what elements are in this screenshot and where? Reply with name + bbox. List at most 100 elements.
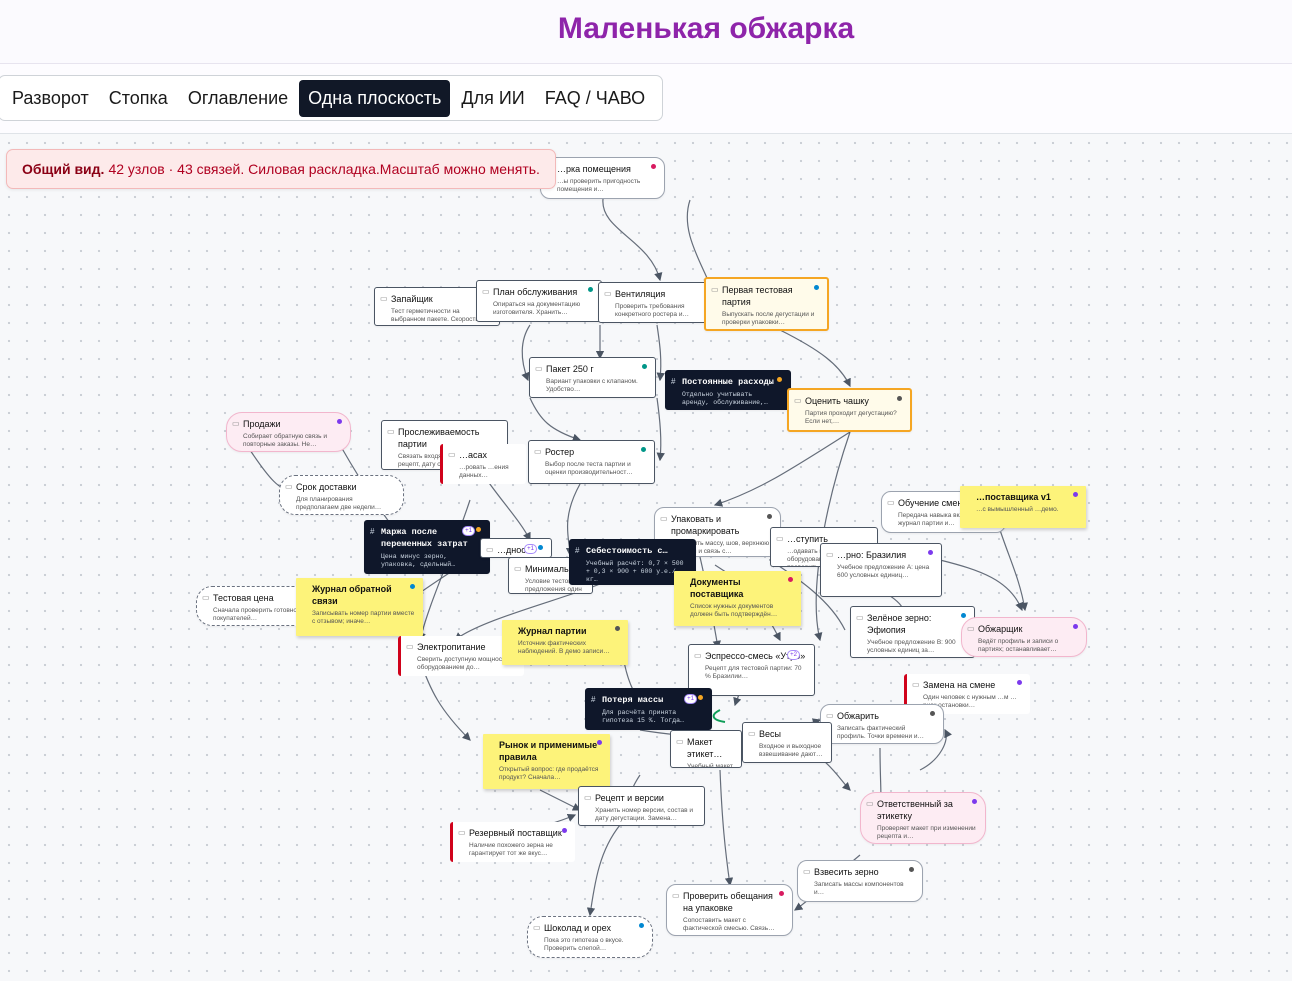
node-description: Выбор после теста партии и оценки произв…	[545, 461, 633, 476]
status-dot-icon	[476, 527, 481, 532]
tab-for-ai[interactable]: Для ИИ	[461, 87, 525, 108]
status-dot-icon	[814, 285, 819, 290]
tab-spread[interactable]: Разворот	[12, 87, 89, 108]
node-type-icon: ▭	[826, 550, 834, 559]
node-description: Передача навыка включает журнал партии и…	[898, 512, 982, 527]
graph-node[interactable]: ▭…асах…ровать …ения данных…	[440, 444, 526, 484]
status-dot-icon	[588, 287, 593, 292]
link-count-badge: +1	[462, 526, 475, 536]
node-type-icon: ▭	[887, 498, 895, 507]
tab-stack[interactable]: Стопка	[108, 87, 168, 108]
node-description: Один человек с нужным …м … риск остановк…	[923, 694, 1017, 709]
node-type-icon: ▭	[486, 545, 494, 554]
graph-node[interactable]: ▭…дности…тести …ивает да…+1	[480, 538, 552, 558]
status-dot-icon	[897, 396, 902, 401]
node-title: Замена на смене	[923, 680, 996, 690]
node-description: Сопоставить макет с фактической смесью. …	[683, 917, 775, 932]
node-description: Записать фактический профиль. Точки врем…	[837, 725, 925, 740]
graph-node[interactable]: ▭…рка помещения…ы проверить пригодность …	[540, 157, 665, 199]
tab-single-plane[interactable]: Одна плоскость	[299, 79, 451, 117]
status-dot-icon	[562, 828, 567, 833]
node-description: Сначала проверить готовность покупателей…	[213, 607, 307, 622]
link-count-badge: +1	[524, 544, 537, 554]
node-description: Открытый вопрос: где продаётся продукт? …	[499, 766, 599, 781]
status-dot-icon	[961, 613, 966, 618]
node-type-icon: ▭	[672, 891, 680, 900]
hash-icon: #	[591, 695, 596, 704]
node-description: Цена минус зерно, упаковка, сдельный…	[381, 553, 456, 568]
status-dot-icon	[639, 923, 644, 928]
overview-banner: Общий вид. 42 узлов · 43 связей. Силовая…	[6, 149, 556, 189]
node-type-icon: ▭	[514, 564, 522, 573]
node-type-icon: ▭	[584, 793, 592, 802]
tab-faq[interactable]: FAQ / ЧАВО	[544, 87, 646, 108]
node-title: …асах	[459, 450, 488, 460]
node-type-icon: ▭	[776, 534, 784, 543]
node-description: Учебный расчёт: 0,7 × 500 + 0,3 × 900 + …	[586, 560, 684, 583]
node-title: План обслуживания	[493, 287, 578, 297]
node-description: Для планирования предполагаем две недели…	[296, 496, 382, 511]
node-type-icon: ▭	[866, 799, 874, 808]
status-dot-icon	[410, 584, 415, 589]
node-type-icon: ▭	[482, 287, 490, 296]
status-dot-icon	[337, 419, 342, 424]
node-type-icon: ▭	[912, 680, 920, 689]
node-description: …с вымышленный …демо.	[976, 506, 1059, 513]
node-type-icon: ▭	[387, 427, 395, 436]
status-dot-icon	[777, 377, 782, 382]
status-dot-icon	[698, 695, 703, 700]
node-title: …рка помещения	[557, 164, 631, 174]
node-title: Обучение смены	[898, 498, 969, 508]
status-dot-icon	[615, 626, 620, 631]
banner-text: 42 узлов · 43 связей. Силовая раскладка.…	[108, 161, 540, 177]
node-title: Запайщик	[391, 294, 433, 304]
node-type-icon: ▭	[856, 613, 864, 622]
status-dot-icon	[930, 711, 935, 716]
node-title: Первая тестовая партия	[722, 285, 793, 307]
node-type-icon: ▭	[711, 285, 719, 294]
node-description: Опираться на документацию изготовителя. …	[493, 301, 581, 316]
node-description: Проверяет макет при изменении рецепта и…	[877, 825, 976, 840]
node-description: Вариант упаковки с клапаном. Удобство…	[546, 378, 638, 393]
graph-node[interactable]: ▭Макет этикет…Учебный макет … называет с…	[670, 730, 742, 768]
node-title: Рынок и применимые правила	[499, 740, 598, 762]
node-description: Учебный макет … называет страны…	[687, 763, 733, 768]
graph-node[interactable]: …поставщика v1…с вымышленный …демо.	[960, 486, 1086, 528]
node-type-icon: ▭	[660, 514, 668, 523]
node-type-icon: ▭	[458, 828, 466, 837]
node-type-icon: ▭	[826, 711, 834, 720]
node-description: Отдельно учитывать аренду, обслуживание,…	[682, 391, 768, 406]
node-title: Прослеживаемость партии	[398, 427, 480, 449]
status-dot-icon	[1017, 680, 1022, 685]
node-type-icon: ▭	[535, 364, 543, 373]
node-type-icon: ▭	[534, 447, 542, 456]
tab-contents[interactable]: Оглавление	[187, 87, 289, 108]
view-tabs: Разворот Стопка Оглавление Одна плоскост…	[0, 75, 664, 121]
